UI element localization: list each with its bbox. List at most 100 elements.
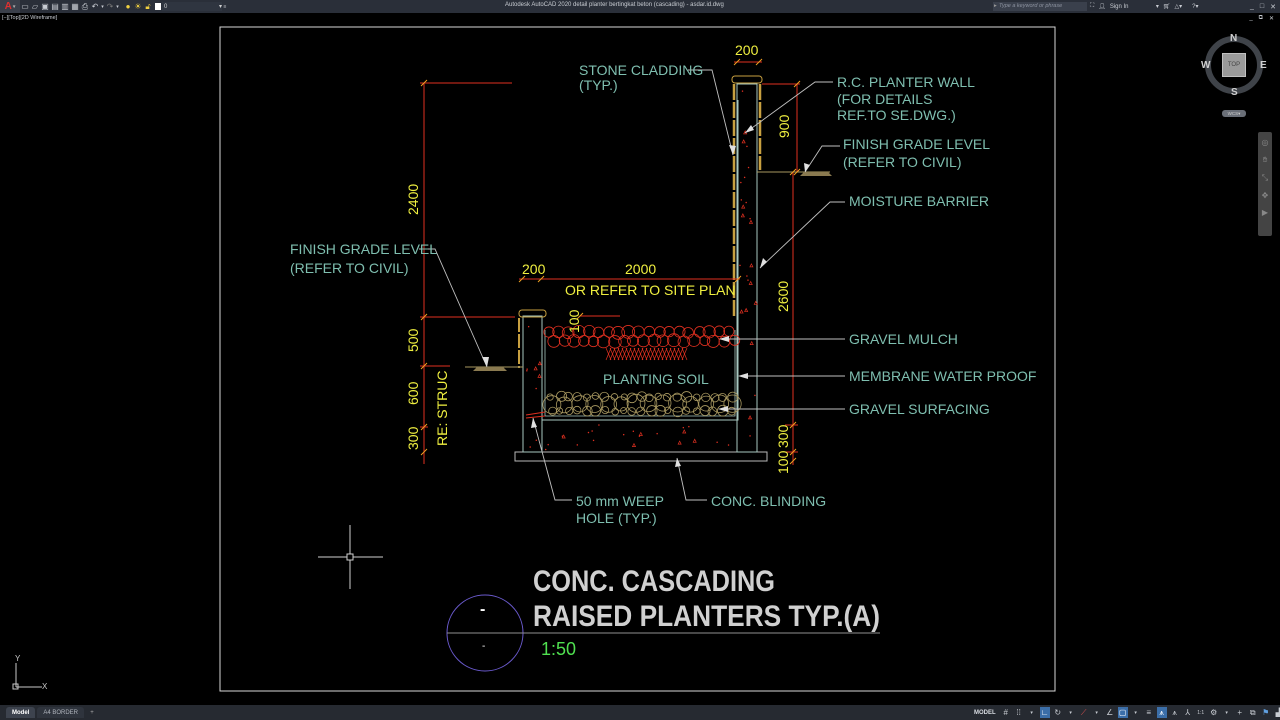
application-menu-button[interactable]: A▾ bbox=[0, 0, 20, 13]
polar-tracking-icon[interactable]: ↻ bbox=[1054, 708, 1062, 717]
compass-west[interactable]: W bbox=[1201, 60, 1211, 71]
dim-low-wall-width: 200 bbox=[522, 261, 546, 277]
undo-icon[interactable]: ↶ bbox=[91, 2, 99, 11]
mulch-stone bbox=[682, 327, 694, 339]
layer-on-icon[interactable]: ● bbox=[125, 2, 131, 11]
mulch-stone bbox=[656, 334, 670, 347]
chevron-down-icon[interactable]: ▾ bbox=[1225, 709, 1228, 716]
chevron-down-icon[interactable]: ▾ bbox=[1155, 4, 1159, 10]
viewcube-compass-ring[interactable] bbox=[1205, 36, 1263, 94]
wcs-dropdown[interactable]: WCS ▾ bbox=[1222, 110, 1246, 117]
customize-toolbar-icon[interactable]: ≡ bbox=[223, 3, 227, 10]
drawing-canvas[interactable]: 200 900 2400 500 600 300 2600 300 100 20… bbox=[0, 13, 1280, 705]
concrete-dot bbox=[739, 264, 741, 267]
compass-south[interactable]: S bbox=[1231, 87, 1238, 98]
window-title: Autodesk AutoCAD 2020 detail planter ber… bbox=[505, 2, 724, 8]
close-drawing-icon[interactable]: ✕ bbox=[1268, 16, 1274, 22]
minimize-drawing-icon[interactable]: _ bbox=[1249, 15, 1253, 21]
zoom-extents-icon[interactable]: ⤡ bbox=[1261, 173, 1269, 182]
lineweight-icon[interactable]: ≡ bbox=[1146, 708, 1151, 717]
chevron-down-icon[interactable]: ▾ bbox=[1069, 709, 1072, 716]
concrete-dot bbox=[747, 166, 750, 169]
units-icon[interactable]: ⧉ bbox=[1249, 707, 1256, 717]
binoculars-icon[interactable]: ⛶ bbox=[1090, 3, 1095, 9]
concrete-dot bbox=[535, 439, 538, 441]
tab-a4-border[interactable]: A4 BORDER bbox=[37, 707, 85, 718]
annotation-scale-icon[interactable]: ⅄ bbox=[1185, 708, 1191, 717]
concrete-dot bbox=[598, 424, 600, 426]
concrete-dot bbox=[745, 201, 747, 204]
undo-dropdown-icon[interactable]: ▾ bbox=[101, 3, 104, 10]
grass-blade bbox=[677, 347, 684, 361]
redo-dropdown-icon[interactable]: ▾ bbox=[116, 3, 119, 10]
site-plan-note: OR REFER TO SITE PLAN bbox=[565, 282, 736, 298]
sign-in-button[interactable]: Sign In bbox=[1109, 3, 1129, 10]
autodesk-app-icon[interactable]: △▾ bbox=[1174, 4, 1183, 10]
workspace-gear-icon[interactable]: ⚙ bbox=[1210, 708, 1218, 717]
save-as-icon[interactable]: ▤ bbox=[51, 2, 59, 11]
dimension-tick bbox=[789, 448, 797, 456]
tab-model[interactable]: Model bbox=[6, 707, 36, 718]
compass-east[interactable]: E bbox=[1260, 60, 1267, 71]
redo-icon[interactable]: ↷ bbox=[106, 2, 114, 11]
isodraft-icon[interactable]: ⟋ bbox=[1080, 707, 1087, 717]
gravel-stone bbox=[654, 405, 667, 417]
add-layout-button[interactable]: + bbox=[90, 709, 94, 716]
quick-access-toolbar: A▾ ▭ ▱ ▣ ▤ ▥ ▦ ⎙ ↶ ▾ ↷ ▾ ● ☀ 🔓︎ 0 ▾ ≡ bbox=[0, 0, 228, 13]
object-snap-icon[interactable]: ▢ bbox=[1117, 707, 1128, 718]
save-icon[interactable]: ▣ bbox=[41, 2, 49, 11]
note-gravel-mulch: GRAVEL MULCH bbox=[849, 331, 958, 347]
annotation-visibility-icon[interactable]: ⩚ bbox=[1156, 707, 1167, 718]
model-space-button[interactable]: MODEL bbox=[974, 709, 996, 716]
concrete-aggregate bbox=[677, 440, 682, 445]
new-icon[interactable]: ▭ bbox=[21, 2, 29, 11]
auto-scale-icon[interactable]: ⩚ bbox=[1172, 707, 1177, 717]
plot-icon[interactable]: ⎙ bbox=[81, 1, 89, 11]
gravel-stone bbox=[626, 392, 638, 404]
scale-dropdown[interactable]: 1:1 bbox=[1197, 709, 1205, 716]
title-scale: 1:50 bbox=[541, 639, 576, 659]
cloud-save-icon[interactable]: ▦ bbox=[71, 2, 79, 11]
chevron-down-icon[interactable]: ▾ bbox=[1095, 709, 1098, 716]
pan-icon[interactable]: ✋︎ bbox=[1262, 155, 1268, 164]
compass-north[interactable]: N bbox=[1230, 33, 1238, 44]
close-icon[interactable]: ✕ bbox=[1270, 3, 1276, 11]
viewcube[interactable]: TOP N S E W bbox=[1201, 33, 1267, 98]
annotation-monitor-icon[interactable]: + bbox=[1237, 708, 1242, 717]
cart-icon[interactable]: 🛒︎ bbox=[1162, 4, 1171, 10]
search-input[interactable]: Type a keyword or phrase bbox=[993, 2, 1087, 11]
layer-dropdown[interactable]: 0 ▾ bbox=[162, 2, 222, 11]
restore-drawing-icon[interactable]: ⧉ bbox=[1258, 15, 1263, 21]
layer-lock-icon[interactable]: 🔓︎ bbox=[145, 1, 151, 11]
minimize-icon[interactable]: _ bbox=[1249, 3, 1254, 10]
steering-wheel-icon[interactable]: ◎ bbox=[1261, 138, 1269, 147]
orbit-icon[interactable]: ✥ bbox=[1261, 191, 1269, 200]
dim-right-2600: 2600 bbox=[775, 281, 791, 312]
gravel-stone bbox=[662, 393, 672, 402]
open-icon[interactable]: ▱ bbox=[31, 2, 39, 11]
dimension-ticks bbox=[420, 58, 801, 465]
dim-left-600: 600 bbox=[405, 381, 421, 405]
concrete-dot bbox=[526, 369, 528, 372]
snap-icon[interactable]: ⁞⁞ bbox=[1016, 708, 1021, 717]
object-snap-tracking-icon[interactable]: ∠ bbox=[1106, 708, 1114, 717]
graphics-performance-icon[interactable]: ▟ bbox=[1275, 708, 1280, 717]
concrete-dot bbox=[743, 176, 746, 179]
chevron-down-icon[interactable]: ▾ bbox=[1134, 709, 1137, 716]
chevron-down-icon[interactable]: ▾ bbox=[1030, 709, 1033, 716]
gravel-stone bbox=[571, 395, 589, 413]
maximize-icon[interactable]: □ bbox=[1259, 3, 1265, 10]
cloud-open-icon[interactable]: ▥ bbox=[61, 2, 69, 11]
ortho-icon[interactable]: ∟ bbox=[1039, 707, 1050, 718]
viewcube-top-face[interactable]: TOP bbox=[1222, 53, 1246, 77]
viewport-controls-label[interactable]: [−][Top][2D Wireframe] bbox=[2, 15, 58, 21]
concrete-dot bbox=[682, 426, 685, 429]
quick-properties-icon[interactable]: ⚑ bbox=[1262, 708, 1270, 717]
help-icon[interactable]: ?▾ bbox=[1192, 4, 1199, 10]
gravel-stone bbox=[644, 393, 654, 403]
concrete-aggregate bbox=[533, 366, 538, 371]
layer-freeze-icon[interactable]: ☀ bbox=[134, 2, 142, 11]
showmotion-icon[interactable]: ▶ bbox=[1261, 208, 1269, 217]
grid-icon[interactable]: # bbox=[1003, 708, 1008, 717]
title-line-2: RAISED PLANTERS TYP.(A) bbox=[533, 600, 880, 633]
